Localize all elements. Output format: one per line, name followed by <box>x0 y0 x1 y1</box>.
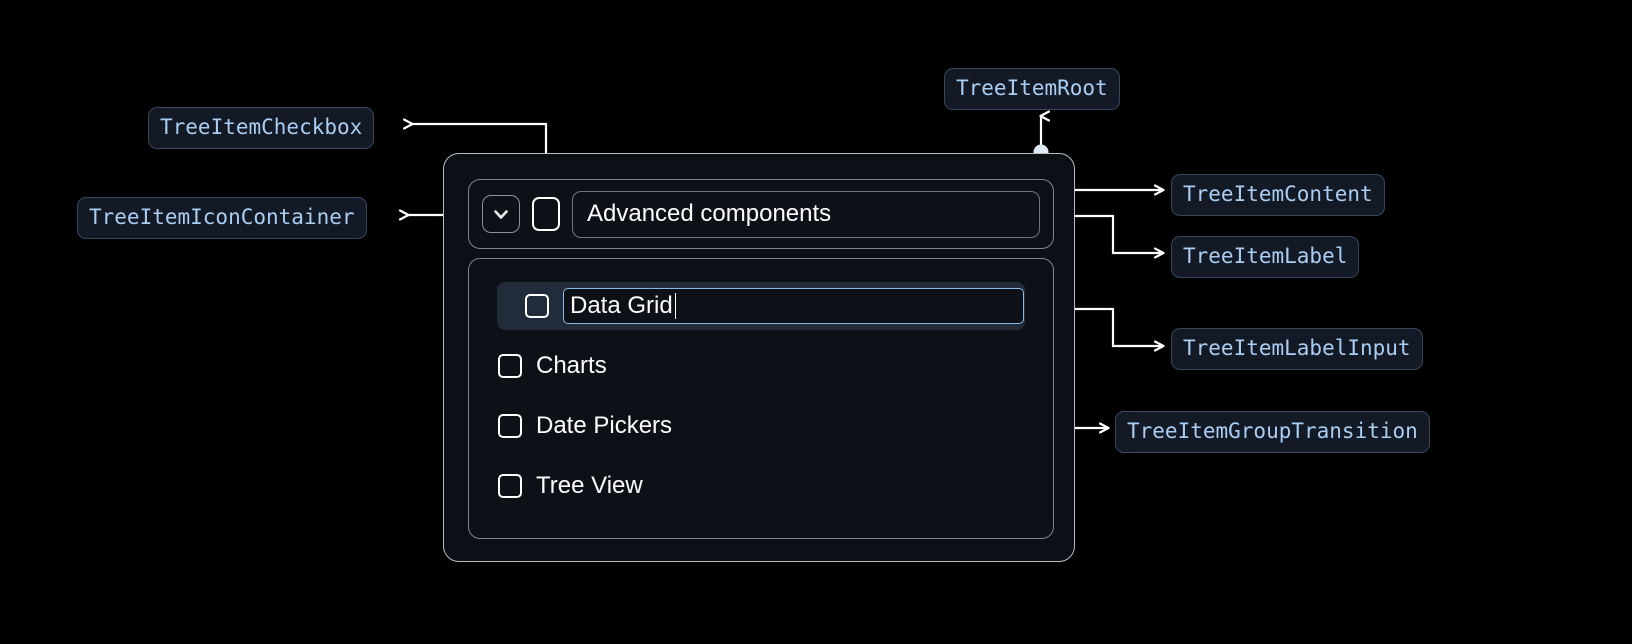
tree-item-label: Tree View <box>536 472 643 499</box>
annotation-badge-tree-item-checkbox: TreeItemCheckbox <box>148 107 375 149</box>
tree-item-group-transition: Data Grid Charts Date Pickers Tree View <box>468 258 1054 539</box>
tree-item-checkbox[interactable] <box>498 354 522 378</box>
tree-item-checkbox[interactable] <box>525 294 549 318</box>
tree-item-row-data-grid[interactable]: Data Grid <box>497 282 1025 330</box>
tree-item-label-input[interactable]: Data Grid <box>563 288 1024 324</box>
annotation-badge-tree-item-icon-container: TreeItemIconContainer <box>77 197 367 239</box>
tree-item-content[interactable]: Advanced components <box>468 179 1054 249</box>
chevron-down-icon <box>490 203 512 225</box>
tree-item-checkbox[interactable] <box>498 414 522 438</box>
tree-item-row-tree-view[interactable]: Tree View <box>469 462 1053 510</box>
tree-item-row-date-pickers[interactable]: Date Pickers <box>469 402 1053 450</box>
tree-item-root[interactable]: Advanced components Data Grid Charts Dat… <box>443 153 1075 562</box>
annotation-badge-tree-item-content: TreeItemContent <box>1171 174 1385 216</box>
tree-item-label[interactable]: Advanced components <box>572 190 1040 238</box>
tree-item-row-charts[interactable]: Charts <box>469 342 1053 390</box>
tree-item-label: Date Pickers <box>536 412 673 439</box>
annotation-badge-tree-item-label-input: TreeItemLabelInput <box>1171 328 1423 370</box>
annotation-badge-tree-item-group-transition: TreeItemGroupTransition <box>1115 411 1430 453</box>
tree-item-icon-container[interactable] <box>482 195 520 233</box>
tree-item-label-input-value: Data Grid <box>570 292 673 319</box>
tree-item-checkbox[interactable] <box>498 474 522 498</box>
text-caret <box>674 293 677 319</box>
annotation-badge-tree-item-label: TreeItemLabel <box>1171 236 1360 278</box>
tree-item-checkbox[interactable] <box>532 197 560 231</box>
annotation-badge-tree-item-root: TreeItemRoot <box>944 68 1120 110</box>
tree-item-label: Charts <box>536 352 607 379</box>
